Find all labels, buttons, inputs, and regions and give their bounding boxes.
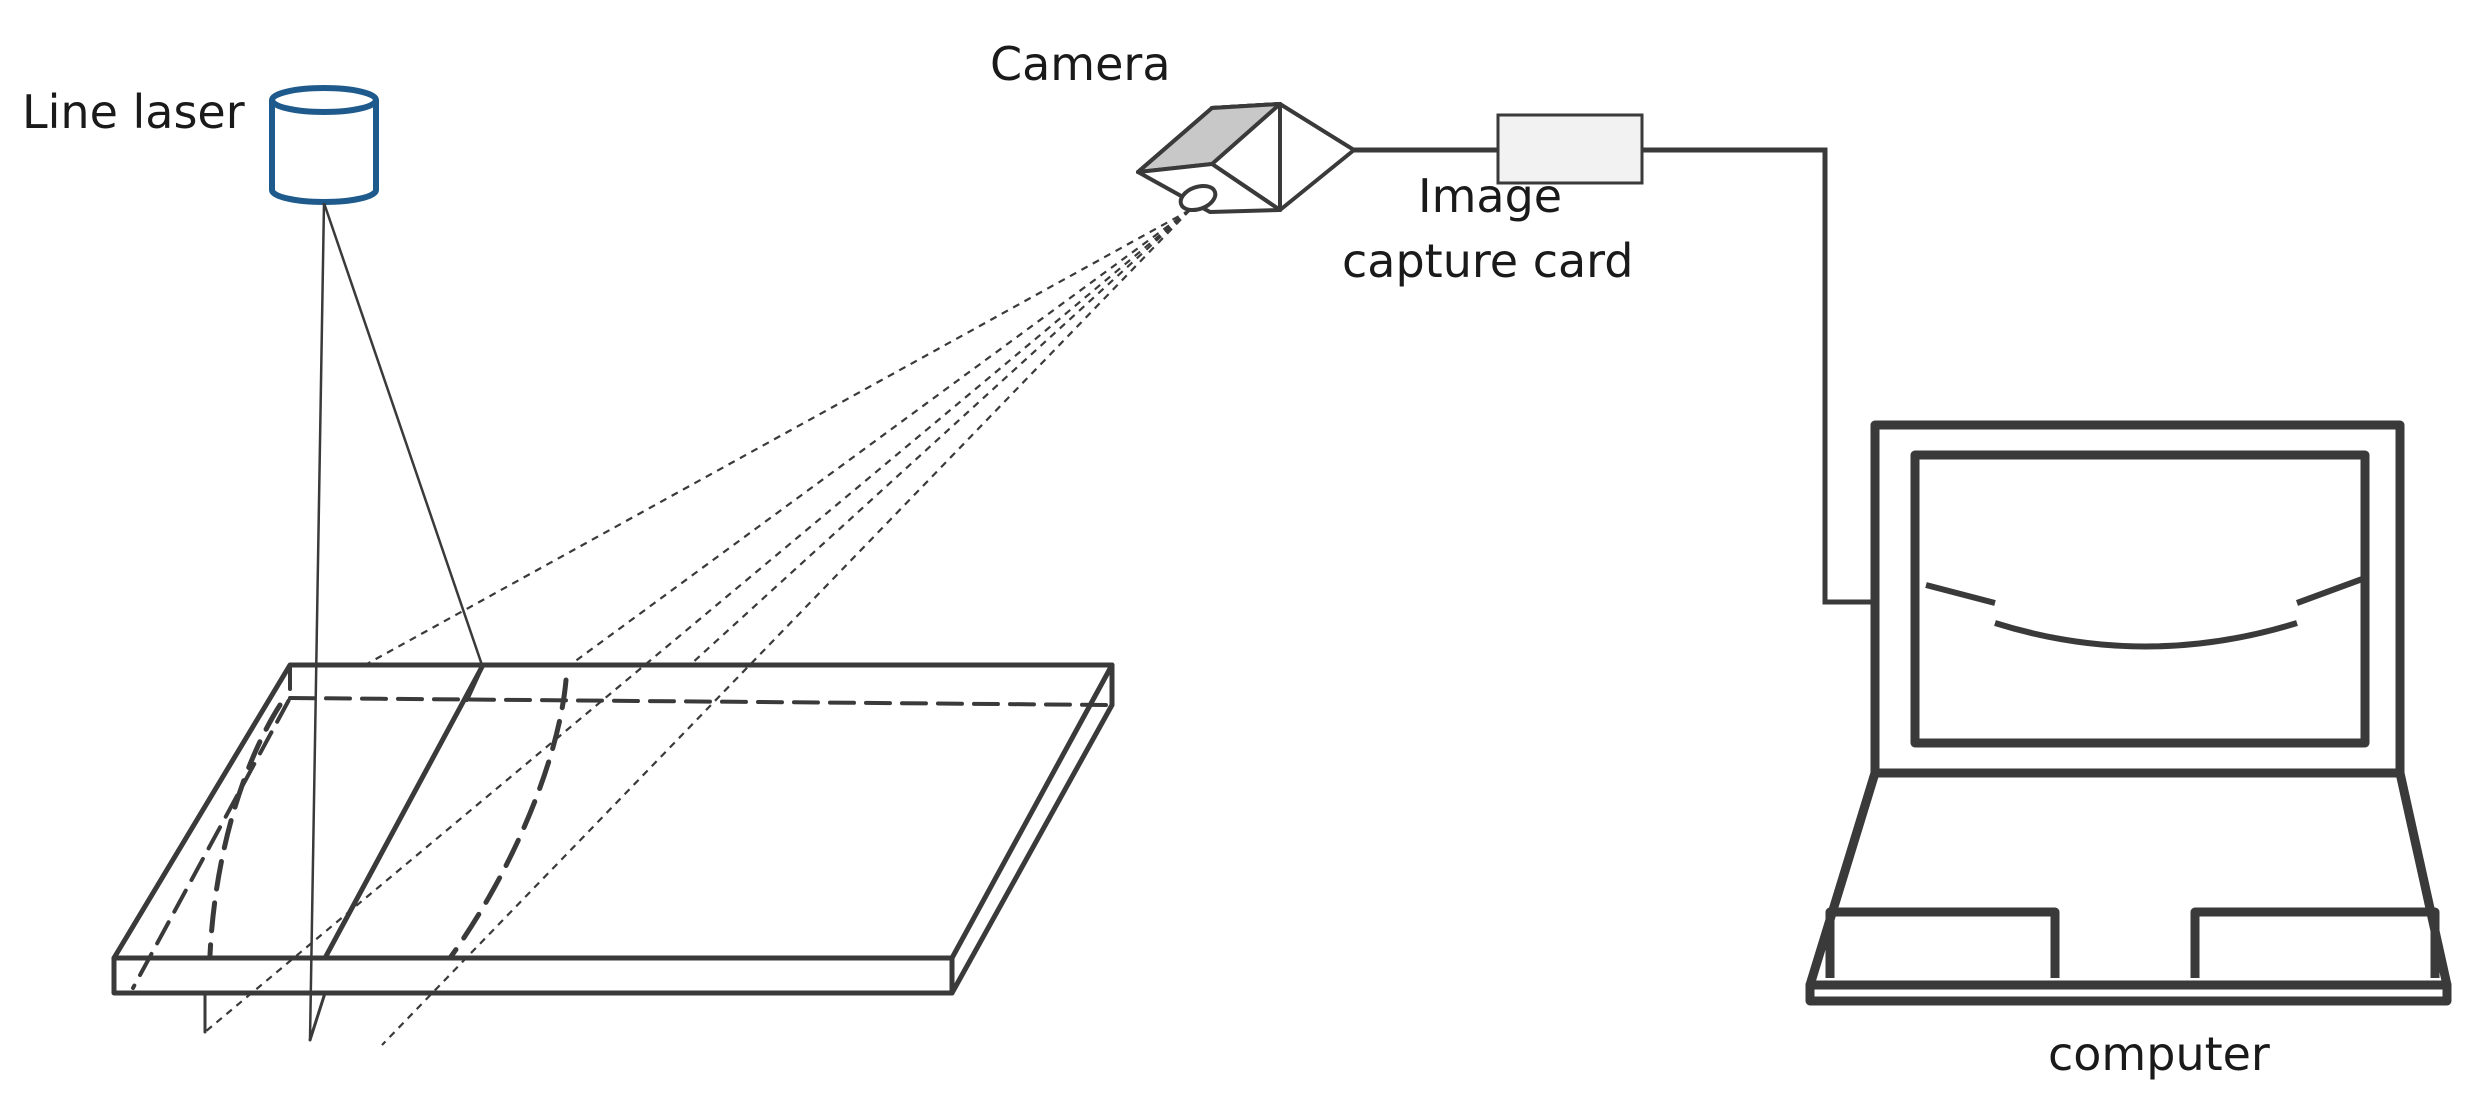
line-laser-label: Line laser (22, 85, 245, 139)
capture-card-label-line1: Image (1418, 169, 1562, 223)
workpiece-plate (111, 662, 1115, 1042)
capture-card-icon (1496, 113, 1644, 185)
computer-label: computer (2048, 1027, 2270, 1081)
camera-icon (1136, 102, 1356, 214)
laser-beam (308, 202, 485, 1041)
line-laser-icon (269, 85, 379, 205)
camera-sight-lines (204, 209, 1191, 1046)
camera-label: Camera (990, 37, 1171, 91)
cable (1354, 147, 1875, 605)
computer-icon (1805, 420, 2452, 1006)
capture-card-label-line2: capture card (1342, 234, 1633, 288)
